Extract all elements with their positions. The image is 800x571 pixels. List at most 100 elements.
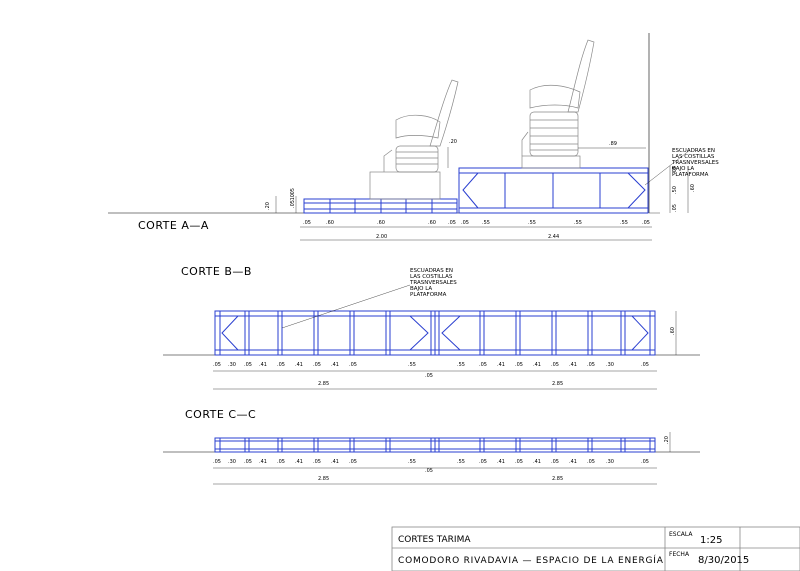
svg-text:.05: .05 xyxy=(313,362,321,368)
svg-text:.41: .41 xyxy=(259,459,267,465)
note-bb: ESCUADRAS EN LAS COSTILLAS TRASNVERSALES… xyxy=(409,268,457,298)
svg-text:.05: .05 xyxy=(425,373,433,379)
svg-text:.55: .55 xyxy=(408,459,416,465)
svg-text:.55: .55 xyxy=(574,220,582,226)
seat-left xyxy=(369,79,459,200)
svg-text:.55: .55 xyxy=(528,220,536,226)
bb-posts xyxy=(219,311,651,355)
svg-text:2.85: 2.85 xyxy=(318,381,329,387)
svg-text:.41: .41 xyxy=(331,459,339,465)
svg-text:.05: .05 xyxy=(479,362,487,368)
svg-text:.05: .05 xyxy=(551,459,559,465)
section-bb: CORTE B—B ESCUADRAS EN L xyxy=(163,265,700,390)
svg-text:ESCUADRAS EN: ESCUADRAS EN xyxy=(410,268,453,274)
svg-text:BAJO LA: BAJO LA xyxy=(410,286,432,292)
svg-text:.60: .60 xyxy=(690,184,696,192)
svg-text:.05: .05 xyxy=(515,362,523,368)
svg-text:.05: .05 xyxy=(303,220,311,226)
svg-text:2.85: 2.85 xyxy=(552,381,563,387)
bb-height: .60 xyxy=(670,327,676,335)
section-cc-title: CORTE C—C xyxy=(185,408,256,421)
svg-text:.41: .41 xyxy=(533,459,541,465)
svg-text:.05: .05 xyxy=(213,459,221,465)
svg-text:.05: .05 xyxy=(213,362,221,368)
svg-text:.05: .05 xyxy=(479,459,487,465)
svg-text:.55: .55 xyxy=(457,362,465,368)
svg-text:.05: .05 xyxy=(461,220,469,226)
scale-label: ESCALA xyxy=(669,531,693,538)
date-value: 8/30/2015 xyxy=(698,555,749,566)
svg-text:.05: .05 xyxy=(349,459,357,465)
svg-text:TRASNVERSALES: TRASNVERSALES xyxy=(409,280,457,286)
svg-text:.55: .55 xyxy=(482,220,490,226)
dims-cc-right: .55 .05 .41 .05 .41 .05 .41 .05 .30 .05 xyxy=(457,459,649,465)
svg-text:.55: .55 xyxy=(408,362,416,368)
svg-text:.55: .55 xyxy=(620,220,628,226)
svg-text:LAS COSTILLAS: LAS COSTILLAS xyxy=(410,274,453,280)
svg-text:.50: .50 xyxy=(672,186,678,194)
dims-bb-right: .55 .05 .41 .05 .41 .05 .41 .05 .30 .05 xyxy=(457,362,649,368)
date-label: FECHA xyxy=(669,551,690,558)
svg-text:PLATAFORMA: PLATAFORMA xyxy=(672,172,709,178)
section-aa-title: CORTE A—A xyxy=(138,219,209,232)
svg-text:.05: .05 xyxy=(425,468,433,474)
svg-text:TRASNVERSALES: TRASNVERSALES xyxy=(671,160,719,166)
project-name: COMODORO RIVADAVIA — ESPACIO DE LA ENERG… xyxy=(398,554,664,566)
svg-text:.30: .30 xyxy=(606,362,614,368)
svg-text:.05: .05 xyxy=(313,459,321,465)
svg-text:.41: .41 xyxy=(295,459,303,465)
cc-posts xyxy=(219,438,651,452)
scale-value: 1:25 xyxy=(700,535,722,546)
svg-text:.05: .05 xyxy=(448,220,456,226)
svg-text:.05: .05 xyxy=(641,459,649,465)
section-bb-title: CORTE B—B xyxy=(181,265,252,278)
svg-text:.30: .30 xyxy=(606,459,614,465)
total-aa-right: 2.44 xyxy=(548,234,559,240)
offset-seat-dim: .20 xyxy=(449,139,457,145)
dims-aa-left: .05 .60 .60 .60 .05 xyxy=(303,220,456,226)
svg-text:.05: .05 xyxy=(587,459,595,465)
svg-text:.05: .05 xyxy=(515,459,523,465)
dims-aa-right: .05 .55 .55 .55 .55 .05 xyxy=(461,220,650,226)
sheet-title: CORTES TARIMA xyxy=(398,535,471,545)
svg-text:.05: .05 xyxy=(290,200,296,208)
svg-text:.05: .05 xyxy=(244,362,252,368)
svg-text:.41: .41 xyxy=(569,362,577,368)
total-aa-left: 2.00 xyxy=(376,234,387,240)
svg-text:ESCUADRAS EN: ESCUADRAS EN xyxy=(672,148,715,154)
svg-text:.60: .60 xyxy=(326,220,334,226)
svg-text:.20: .20 xyxy=(265,202,271,210)
svg-text:.05: .05 xyxy=(277,459,285,465)
svg-text:.05: .05 xyxy=(551,362,559,368)
svg-text:.05: .05 xyxy=(587,362,595,368)
svg-text:2.85: 2.85 xyxy=(552,476,563,482)
section-cc: CORTE C—C .20 .05 .30 .05 .41 xyxy=(163,408,700,485)
svg-text:.60: .60 xyxy=(377,220,385,226)
svg-text:.41: .41 xyxy=(497,362,505,368)
svg-text:.30: .30 xyxy=(228,459,236,465)
svg-text:.10: .10 xyxy=(290,194,296,202)
svg-text:.41: .41 xyxy=(331,362,339,368)
seat-right xyxy=(521,39,595,169)
svg-text:.41: .41 xyxy=(533,362,541,368)
dims-bb-left: .05 .30 .05 .41 .05 .41 .05 .41 .05 .55 xyxy=(213,362,416,368)
svg-text:.05: .05 xyxy=(672,166,678,174)
note-aa: ESCUADRAS EN LAS COSTILLAS TRASNVERSALES… xyxy=(671,148,719,178)
section-aa: CORTE A—A xyxy=(108,33,719,241)
svg-text:.41: .41 xyxy=(295,362,303,368)
svg-text:.05: .05 xyxy=(641,362,649,368)
svg-text:.05: .05 xyxy=(290,188,296,196)
svg-text:.30: .30 xyxy=(228,362,236,368)
dims-cc-left: .05 .30 .05 .41 .05 .41 .05 .41 .05 .55 xyxy=(213,459,416,465)
svg-text:.41: .41 xyxy=(259,362,267,368)
svg-text:.55: .55 xyxy=(457,459,465,465)
svg-text:.05: .05 xyxy=(672,204,678,212)
svg-text:.05: .05 xyxy=(277,362,285,368)
svg-text:.60: .60 xyxy=(428,220,436,226)
note-aa-leader xyxy=(644,149,691,186)
svg-text:.41: .41 xyxy=(497,459,505,465)
svg-text:.41: .41 xyxy=(569,459,577,465)
svg-text:BAJO LA: BAJO LA xyxy=(672,166,694,172)
title-block: CORTES TARIMA COMODORO RIVADAVIA — ESPAC… xyxy=(391,526,800,571)
svg-text:.05: .05 xyxy=(642,220,650,226)
